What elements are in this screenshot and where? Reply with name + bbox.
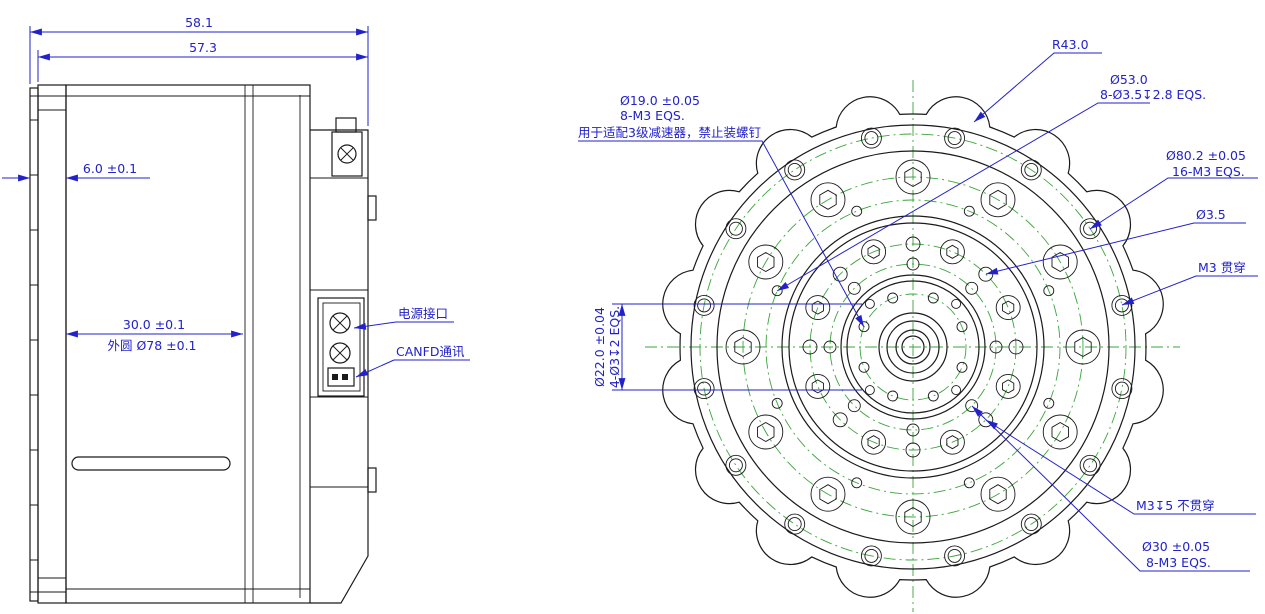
dim-outer-circle-label: 外圆 Ø78 ±0.1 [107, 338, 196, 353]
dim-d80-label-1: Ø80.2 ±0.05 [1166, 148, 1246, 163]
dim-d30-label-1: Ø30 ±0.05 [1142, 539, 1210, 554]
dim-d22-label-1: Ø22.0 ±0.04 [592, 307, 607, 387]
canfd-port-label: CANFD通讯 [396, 344, 465, 359]
dim-30-label: 30.0 ±0.1 [123, 317, 185, 332]
canfd-pin [332, 374, 338, 380]
motor-body [65, 84, 311, 604]
d22-extension-lines [612, 303, 862, 391]
dim-6-label: 6.0 ±0.1 [83, 161, 137, 176]
leader-d19 [578, 140, 865, 328]
dim-m3-blind-label: M3↧5 不贯穿 [1136, 498, 1215, 513]
boss-circle [878, 312, 948, 382]
top-bracket-screw-cross [340, 147, 354, 161]
body-interior-lines [66, 85, 310, 603]
canfd-port [327, 367, 355, 387]
housing-circle [716, 150, 1110, 544]
boss-inner-circle [886, 320, 940, 374]
dim-d19-label-2: 8-M3 EQS. [620, 108, 685, 123]
power-connector-2 [329, 342, 351, 364]
front-view-bolt-holes [693, 127, 1133, 567]
bearing-inner-circle [788, 222, 1038, 472]
hub-inner-circle [846, 280, 980, 414]
side-view-outline [29, 84, 377, 604]
leader-d80 [1089, 177, 1258, 230]
hub-outer-circle [840, 274, 986, 420]
dim-d19-label-1: Ø19.0 ±0.05 [620, 93, 700, 108]
dim-d19-note: 用于适配3级减速器，禁止装螺钉 [578, 125, 761, 140]
body-slot [71, 456, 231, 471]
bolt-circle-d53 [765, 199, 1061, 495]
flange-rim-edge [37, 84, 67, 604]
front-view: R43.0 Ø53.0 8-Ø3.5↧2.8 EQS. Ø19.0 ±0.05 … [578, 37, 1258, 612]
bolt-circle-d30 [829, 263, 997, 431]
housing-segment-lines [310, 177, 368, 488]
bolt-circle-16 [699, 133, 1127, 561]
bolt-circle-mid [809, 243, 1017, 451]
canfd-label-leader [355, 359, 395, 378]
top-bracket-tab [335, 117, 357, 133]
dim-d35-label: Ø3.5 [1196, 207, 1226, 222]
front-view-dimensions [578, 52, 1258, 572]
screw-circle-12 [742, 176, 1084, 518]
power-connector [329, 312, 351, 334]
center-bore [895, 329, 931, 365]
top-bracket-screw [337, 144, 357, 164]
dim-r43-label: R43.0 [1052, 37, 1089, 52]
side-view: 58.1 57.3 6.0 ±0.1 30.0 ±0.1 外圆 Ø78 ±0.1… [2, 15, 470, 604]
connector-screw-crosses [332, 315, 348, 361]
dim-58-1-label: 58.1 [185, 15, 213, 30]
dim-m3-through-label: M3 贯穿 [1198, 260, 1246, 275]
dim-d30-label-2: 8-M3 EQS. [1146, 555, 1211, 570]
flange-face-edge [29, 87, 39, 602]
dim-d22-label-2: 4-Ø3↧2 EQS. [607, 306, 622, 388]
side-tab-upper [367, 195, 377, 221]
bearing-outer-circle [781, 215, 1045, 479]
side-tab-lower [367, 467, 377, 493]
power-port-label: 电源接口 [398, 306, 448, 321]
side-view-dimensions [2, 26, 470, 378]
connector-block-inner [322, 302, 361, 392]
bolt-circle-d19 [859, 293, 967, 401]
front-view-centerlines [645, 80, 1180, 612]
canfd-pin [342, 374, 348, 380]
dim-d53-label-2: 8-Ø3.5↧2.8 EQS. [1100, 87, 1206, 102]
flange-rim-circle [690, 124, 1136, 570]
center-bore-inner [901, 335, 925, 359]
leader-d30 [971, 405, 1250, 572]
flange-scallop-lines [30, 119, 38, 561]
leader-d53 [776, 102, 1150, 292]
dim-57-3-label: 57.3 [189, 40, 217, 55]
dim-d53-label-1: Ø53.0 [1110, 72, 1148, 87]
leader-m3-through [1121, 275, 1258, 306]
top-step-lines [30, 95, 66, 593]
power-label-leader [353, 321, 397, 330]
dim-d80-label-2: 16-M3 EQS. [1172, 164, 1245, 179]
connector-block [317, 297, 365, 397]
leader-m3-blind [985, 419, 1256, 515]
leader-r43 [973, 52, 1102, 123]
rear-housing [310, 129, 369, 604]
leader-d35 [985, 222, 1246, 275]
